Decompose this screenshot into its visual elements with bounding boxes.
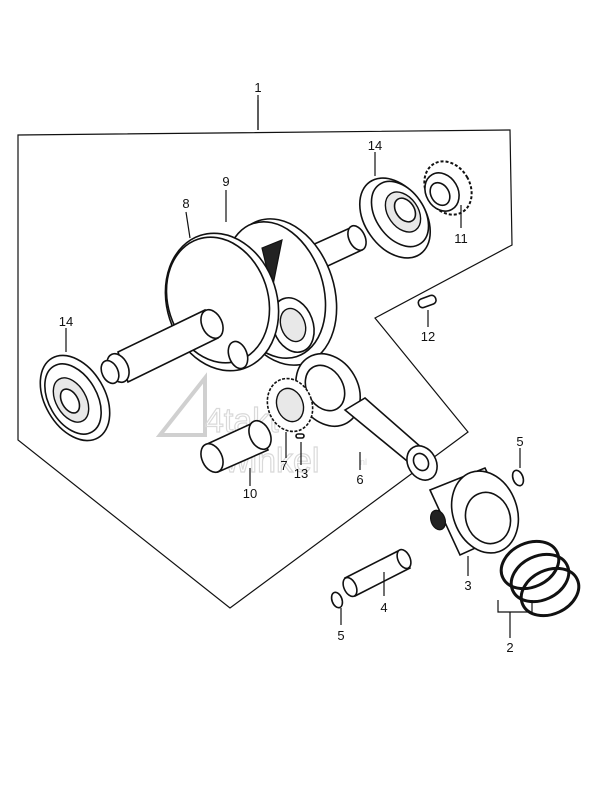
needle-bearing <box>266 377 314 433</box>
callout-5-left: 5 <box>337 628 344 643</box>
small-washer <box>295 433 305 439</box>
circlip-left <box>330 591 344 609</box>
callout-3: 3 <box>464 578 471 593</box>
crank-pin <box>200 419 272 474</box>
callout-6: 6 <box>356 472 363 487</box>
callout-11: 11 <box>454 231 468 246</box>
crankshaft-left-shaft <box>100 308 224 385</box>
callout-1: 1 <box>254 80 261 95</box>
callout-14-left: 14 <box>59 314 73 329</box>
woodruff-key <box>417 294 437 309</box>
callout-2: 2 <box>506 640 513 655</box>
piston-rings <box>499 539 581 618</box>
callout-9: 9 <box>222 174 229 189</box>
bearing-left <box>39 354 111 442</box>
piston-pin <box>342 548 412 598</box>
callout-12: 12 <box>421 329 435 344</box>
circlip-right <box>511 469 525 487</box>
callout-10: 10 <box>243 486 257 501</box>
piston <box>428 466 520 557</box>
callout-4: 4 <box>380 600 387 615</box>
callout-7: 7 <box>280 458 287 473</box>
bearing-right <box>358 177 432 259</box>
callout-14-right: 14 <box>368 138 382 153</box>
callout-labels: 1 14 11 9 8 14 12 6 13 7 10 5 3 4 5 2 <box>59 80 524 655</box>
drive-gear <box>423 160 473 216</box>
leader-lines <box>65 95 533 638</box>
callout-5-right: 5 <box>516 434 523 449</box>
callout-8: 8 <box>182 196 189 211</box>
watermark-suffix: nl <box>360 457 367 467</box>
callout-13: 13 <box>294 466 308 481</box>
